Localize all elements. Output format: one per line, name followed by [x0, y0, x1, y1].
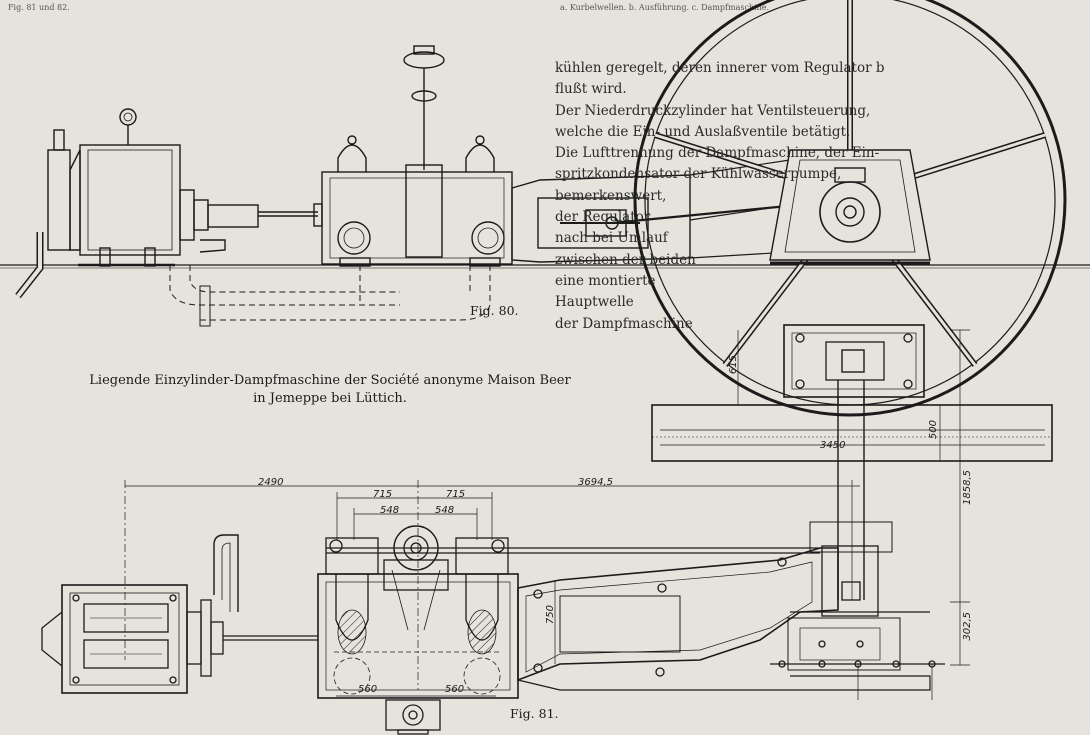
exhaust-pipes — [169, 265, 491, 321]
condenser-block — [47, 108, 259, 267]
dim-pitch-b: 715 — [446, 489, 466, 500]
figure-title-line-1: Liegende Einzylinder-Dampfmaschine der S… — [89, 373, 571, 388]
dim-flywheel-width: 3450 — [820, 440, 846, 451]
dim-shaft-total: 1858,5 — [962, 470, 973, 505]
dim-frame-height: 750 — [545, 605, 556, 625]
body-line: flußt wird. — [555, 81, 627, 98]
body-line: kühlen geregelt, deren innerer vom Regul… — [555, 60, 885, 76]
fig80-caption: Fig. 80. — [470, 303, 519, 318]
steam-cylinder — [321, 45, 513, 267]
body-text-column: kühlen geregelt, deren innerer vom Regul… — [555, 58, 885, 335]
dim-base-b: 560 — [445, 684, 465, 695]
body-line: Hauptwelle — [555, 294, 634, 311]
header-right: a. Kurbelwellen. b. Ausführung. c. Dampf… — [560, 3, 770, 12]
cylinder-plan — [317, 525, 820, 735]
main-shaft-plan — [770, 380, 945, 700]
dim-flywheel-rim: 500 — [928, 420, 939, 440]
header-left: Fig. 81 und 82. — [8, 3, 70, 12]
body-line: nach bei Umlauf — [555, 230, 668, 247]
dim-overall-left: 2490 — [258, 477, 284, 488]
body-line: der Dampfmaschine — [555, 315, 693, 332]
body-line: bemerkenswert, — [555, 187, 667, 204]
running-header: Fig. 81 und 82. a. Kurbelwellen. b. Ausf… — [0, 0, 1090, 16]
dim-base-a: 560 — [358, 684, 378, 695]
figure-title: Liegende Einzylinder-Dampfmaschine der S… — [75, 372, 585, 408]
dim-valve-b: 548 — [435, 505, 455, 516]
body-line: zwischen der beiden — [555, 251, 696, 268]
body-line: welche die Ein- und Auslaßventile betäti… — [555, 123, 851, 140]
flywheel-elevation — [633, 0, 1067, 417]
dim-valve-a: 548 — [380, 505, 400, 516]
dim-flywheel-offset: 615 — [728, 355, 739, 375]
dim-pitch-a: 715 — [373, 489, 393, 500]
dim-shaft-lower: 302,5 — [962, 612, 973, 641]
fig81-caption: Fig. 81. — [510, 706, 559, 721]
flywheel-plan — [651, 324, 1053, 666]
body-line: Die Lufttrennung der Dampfmaschine, der … — [555, 145, 880, 162]
fig81-plan-view — [41, 324, 1053, 735]
dim-overall-right: 3694,5 — [578, 477, 613, 488]
body-line: eine montierte — [555, 272, 656, 289]
frame-plan — [517, 547, 931, 691]
fig80-side-elevation — [0, 0, 1090, 417]
body-line: Der Niederdruckzylinder hat Ventilsteuer… — [555, 102, 871, 119]
body-line: spritzkondensator der Kühlwasserpumpe, — [555, 166, 842, 183]
figure-title-line-2: in Jemeppe bei Lüttich. — [253, 391, 407, 406]
condenser-plan — [41, 584, 224, 694]
body-line: der Regulator — [555, 209, 651, 226]
